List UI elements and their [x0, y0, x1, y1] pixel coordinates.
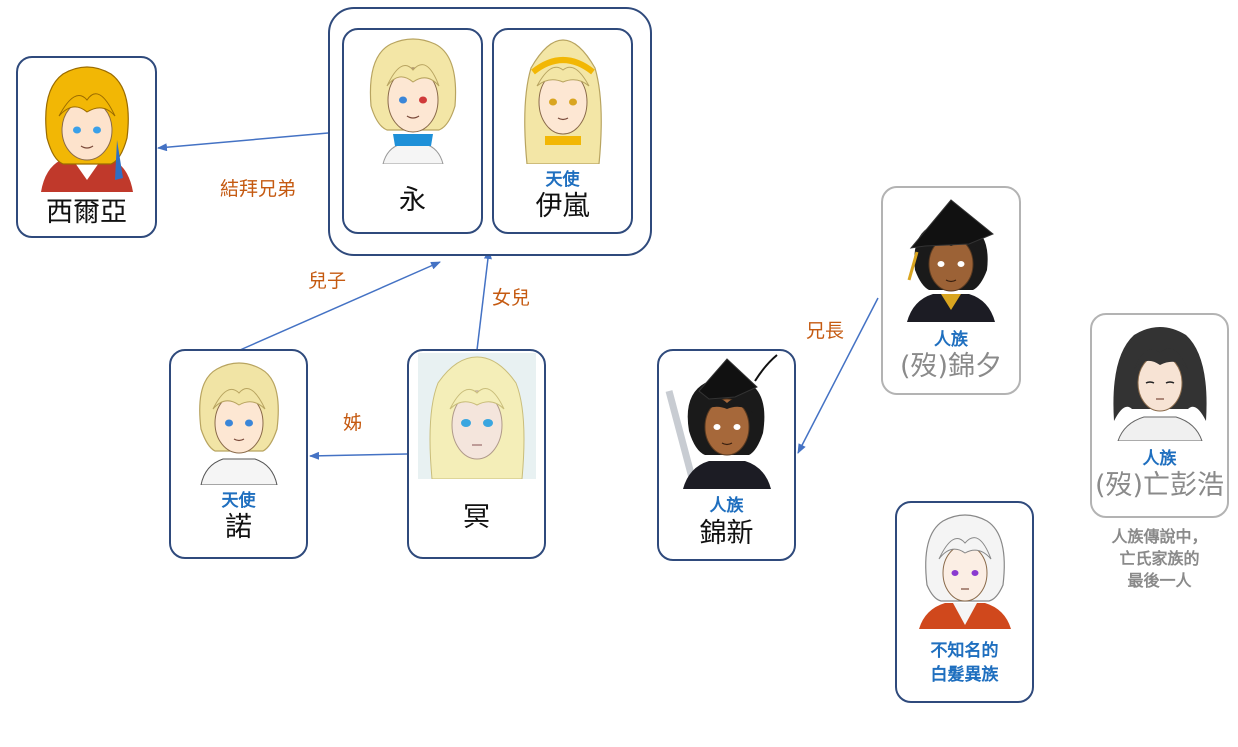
cilia-name: 西爾亞: [46, 197, 127, 228]
character-card-nuo[interactable]: 天使 諾: [169, 349, 308, 559]
penghao-note: 人族傳說中， 亡氏家族的 最後一人: [1090, 526, 1229, 592]
arrow-sworn-brothers: [157, 132, 329, 152]
arrow-elder-brother: [797, 297, 879, 454]
nuo-name: 諾: [225, 512, 252, 543]
jinxi-name: (歿)錦夕: [899, 351, 1003, 382]
character-card-yilan[interactable]: 天使 伊嵐: [492, 28, 633, 234]
character-card-yong[interactable]: 永: [342, 28, 483, 234]
nuo-portrait: [198, 362, 279, 485]
jinxin-portrait: [665, 354, 778, 489]
relation-label-elder-sister: 姊: [343, 412, 363, 434]
jinxin-name: 錦新: [699, 518, 754, 549]
ming-name: 冥: [463, 502, 490, 533]
relation-label-elder-brother: 兄長: [806, 320, 845, 342]
relation-label-daughter: 女兒: [492, 287, 531, 309]
penghao-name: (歿)亡彭浩: [1094, 470, 1225, 501]
penghao-note-line-1: 人族傳說中，: [1111, 527, 1208, 546]
whitehair-portrait: [918, 514, 1011, 629]
arrow-daughter: [476, 249, 492, 351]
arrow-son: [239, 261, 441, 351]
character-card-jinxin[interactable]: 人族 錦新: [657, 349, 796, 561]
character-card-cilia[interactable]: 西爾亞: [16, 56, 157, 238]
jinxi-race-label: 人族: [934, 330, 968, 350]
relation-label-sworn-brothers: 結拜兄弟: [220, 178, 297, 200]
yilan-portrait: [523, 39, 602, 164]
nuo-race-label: 天使: [221, 491, 256, 511]
relation-label-son: 兒子: [308, 270, 347, 292]
whitehair-name-line-2: 白髮異族: [930, 665, 999, 685]
penghao-note-line-3: 最後一人: [1127, 571, 1192, 590]
penghao-race-label: 人族: [1142, 449, 1177, 469]
jinxi-portrait: [907, 199, 995, 322]
jinxin-race-label: 人族: [709, 496, 744, 516]
yilan-race-label: 天使: [545, 170, 580, 190]
ming-portrait: [417, 353, 536, 479]
character-card-whitehair[interactable]: 不知名的 白髮異族: [895, 501, 1034, 703]
character-card-ming[interactable]: 冥: [407, 349, 546, 559]
penghao-portrait: [1112, 327, 1207, 441]
whitehair-name-line-1: 不知名的: [930, 641, 999, 661]
cilia-portrait: [40, 66, 133, 192]
penghao-note-line-2: 亡氏家族的: [1119, 549, 1200, 568]
character-card-jinxi[interactable]: 人族 (歿)錦夕: [881, 186, 1021, 395]
yilan-name: 伊嵐: [535, 191, 590, 222]
arrow-elder-sister: [309, 451, 408, 460]
yong-portrait: [369, 38, 456, 164]
yong-name: 永: [399, 185, 426, 216]
character-card-penghao[interactable]: 人族 (歿)亡彭浩: [1090, 313, 1229, 518]
